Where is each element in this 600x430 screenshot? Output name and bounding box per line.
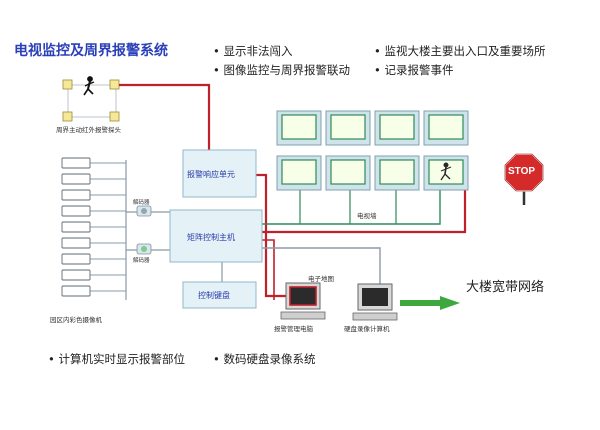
detector-br [109,111,120,122]
perimeter-detector-group [62,76,120,122]
alarm-response-label: 报警响应单元 [187,170,235,179]
bullet-display-intrusion: • 显示非法闯入 [213,44,293,58]
dvr-computer-icon [352,283,398,321]
monitor-intruder-icon [440,162,452,181]
intruder-icon [83,76,95,96]
diagram-title: 电视监控及周界报警系统 [14,43,168,59]
electronic-map-label: 电子地图 [308,275,334,283]
bullet-record-alarm-events: • 记录报警事件 [374,63,454,77]
detector-tr [109,79,120,90]
bullet-digital-dvr: • 数码硬盘录像系统 [213,352,316,366]
dome-camera-bottom-icon [136,243,152,255]
tv-wall-label: 电视墙 [357,212,377,220]
alarm-response-box [182,149,257,198]
stop-sign-icon [504,153,544,205]
bullet-computer-alarm-display: • 计算机实时显示报警部位 [48,352,185,366]
network-arrow-icon [400,296,460,310]
tv-wall-monitors [276,110,469,191]
bullet-image-alarm-linkage: • 图像监控与周界报警联动 [213,63,350,77]
building-network-label: 大楼宽带网络 [466,280,545,295]
dome-bottom-label: 解码器 [133,258,150,264]
alarm-computer-label: 报警管理电脑 [274,325,313,333]
dome-camera-top-icon [136,205,152,217]
stop-sign-text: STOP [508,166,536,177]
matrix-host-label: 矩阵控制主机 [187,233,235,242]
control-keyboard-label: 控制键盘 [198,291,230,300]
detector-tl [62,79,73,90]
control-keyboard-box [182,281,257,309]
detector-bl [62,111,73,122]
camera-column [61,157,91,297]
dome-top-label: 解码器 [133,200,150,206]
bullet-monitor-entrances: • 监视大楼主要出入口及重要场所 [374,44,546,58]
alarm-computer-icon [280,282,326,320]
dvr-computer-label: 硬盘录像计算机 [344,325,390,333]
matrix-host-box [169,209,263,263]
campus-cameras-label: 园区内彩色摄像机 [50,316,102,324]
perimeter-detector-label: 周界主动红外报警探头 [56,126,121,134]
